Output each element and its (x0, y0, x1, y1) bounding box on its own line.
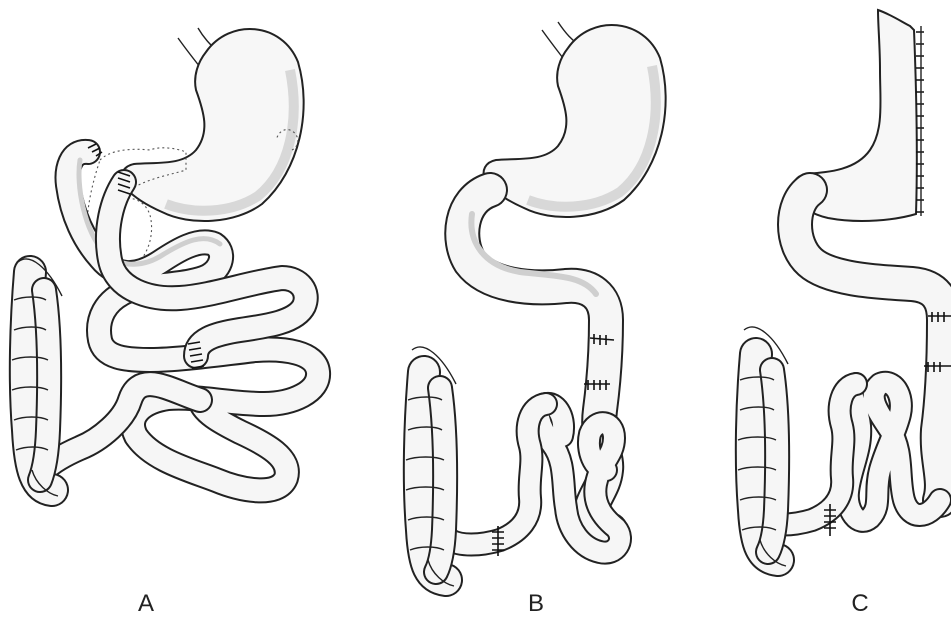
panel-b-small-bowel (450, 190, 620, 556)
panel-label-c: C (851, 592, 868, 616)
panel-c-colon (738, 327, 788, 566)
panel-a-illustration (12, 28, 318, 496)
panel-b-colon (406, 347, 456, 586)
panel-a-colon (12, 259, 62, 496)
panel-label-a: A (138, 592, 154, 616)
panel-a-stomach (122, 29, 304, 221)
panel-b-illustration (406, 22, 666, 586)
panel-c-illustration (738, 10, 951, 566)
panel-c-small-bowel (762, 190, 951, 536)
panel-label-b: B (528, 592, 544, 616)
panel-b-stomach (484, 25, 666, 217)
